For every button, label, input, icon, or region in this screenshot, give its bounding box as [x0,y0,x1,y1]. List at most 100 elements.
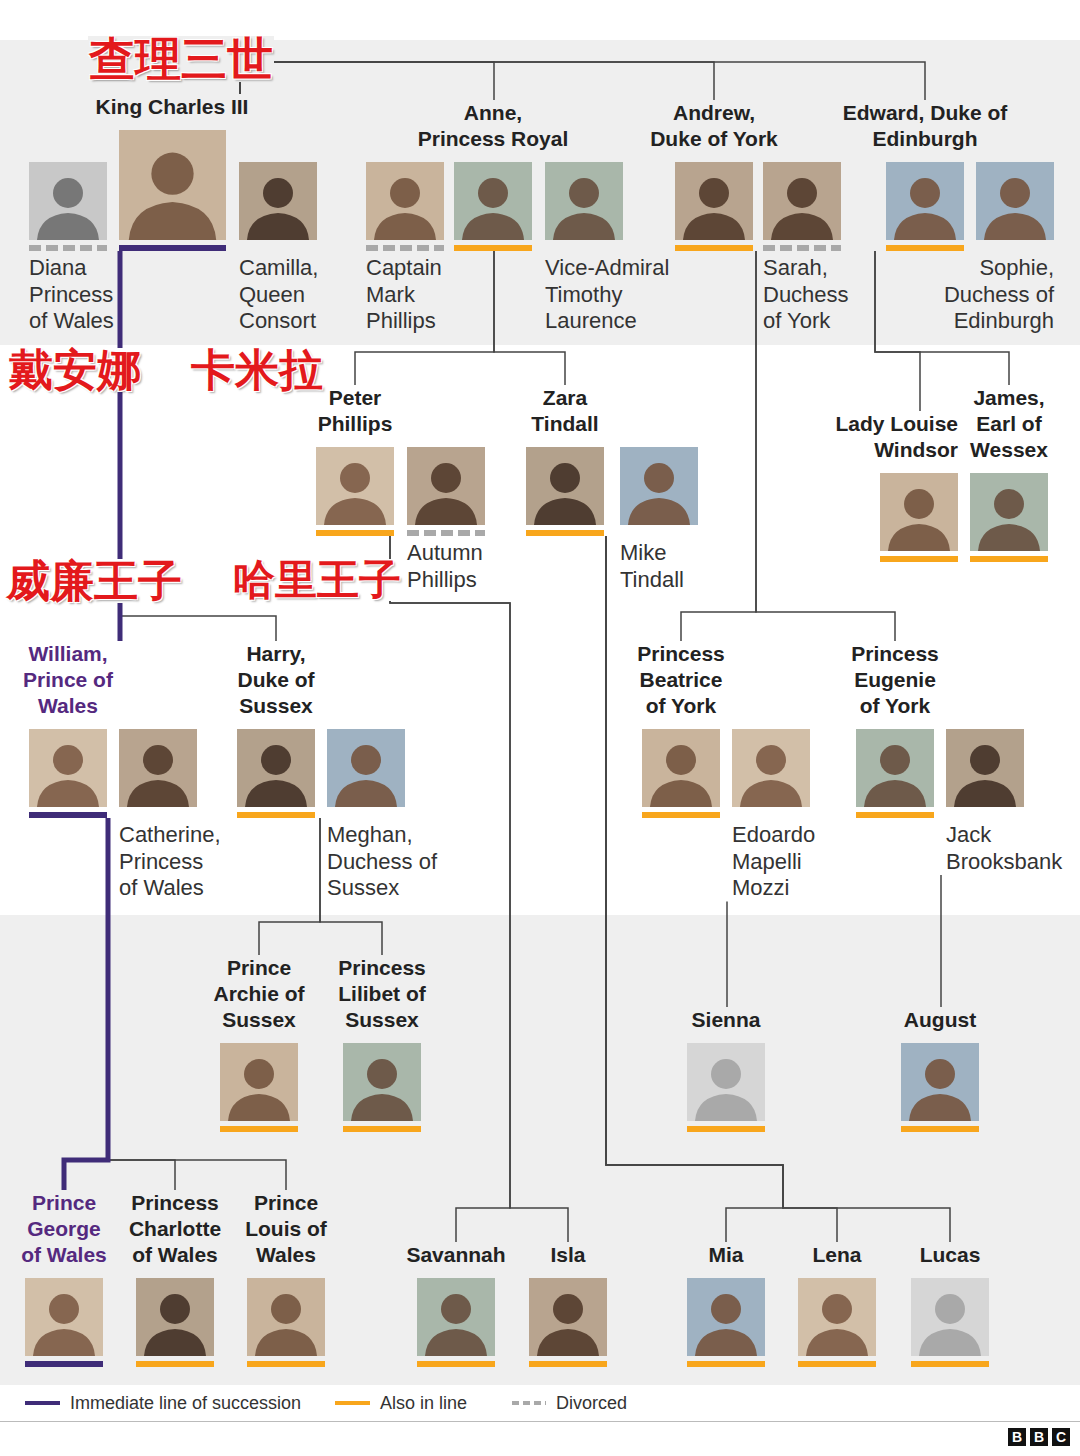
portrait-shoulders [37,780,99,807]
portrait-silhouette [417,1278,495,1356]
portrait-silhouette [763,162,841,240]
member-name: August [895,1007,985,1033]
portrait-photo [136,1278,214,1356]
divorced-bar [29,245,107,251]
person-node: Lucas [905,1242,995,1367]
bar-spacer [946,812,1024,818]
chinese-annotation: 戴安娜 [8,348,142,392]
member-name: Princess Lilibet of Sussex [332,955,432,1033]
portrait-head [367,1059,397,1089]
person-node: James, Earl of Wessex [965,385,1053,562]
portrait-head [478,178,508,208]
in-line-bar [687,1361,765,1367]
in-line-bar [526,530,604,536]
portrait-head [351,745,381,775]
portrait-silhouette [29,729,107,807]
person-node: William, Prince of Wales [8,641,128,818]
portrait-photo [856,729,934,807]
portrait-silhouette [798,1278,876,1356]
portrait-photo [620,447,698,525]
portrait-shoulders [351,1094,413,1121]
portrait-silhouette [327,729,405,807]
partner-name: Captain Mark Phillips [366,255,451,335]
portrait-photo [119,729,197,807]
portrait-photo [25,1278,103,1356]
portrait-silhouette [687,1278,765,1356]
portrait-head [666,745,696,775]
person-node: Princess Beatrice of York [631,641,731,818]
partner-name: Sophie, Duchess of Edinburgh [936,255,1054,335]
person-node: Camilla, Queen Consort [239,162,334,335]
generation-band [0,915,1080,1385]
person-node: Savannah [404,1242,508,1367]
portrait-silhouette [239,162,317,240]
in-line-bar [886,245,964,251]
person-node: Lady Louise Windsor [830,411,958,562]
portrait-shoulders [255,1329,317,1356]
portrait-silhouette [237,729,315,807]
portrait-photo [946,729,1024,807]
portrait-photo [642,729,720,807]
bar-spacer [976,245,1054,251]
portrait-silhouette [946,729,1024,807]
portrait-photo [911,1278,989,1356]
person-node: Meghan, Duchess of Sussex [327,729,442,902]
member-name: James, Earl of Wessex [965,385,1053,463]
portrait-head [880,745,910,775]
in-line-bar [970,556,1048,562]
member-name: King Charles III [90,94,255,120]
partner-name: Sarah, Duchess of York [763,255,855,335]
portrait-silhouette [29,162,107,240]
portrait-head [261,745,291,775]
portrait-silhouette [220,1043,298,1121]
in-line-bar [687,1126,765,1132]
portrait-shoulders [324,498,386,525]
member-name: Edward, Duke of Edinburgh [828,100,1023,152]
brand-logo: BBC [1012,1428,1078,1446]
portrait-shoulders [978,524,1040,551]
portrait-head [711,1059,741,1089]
portrait-silhouette [620,447,698,525]
bar-spacer [119,812,197,818]
portrait-photo [237,729,315,807]
person-node: Harry, Duke of Sussex [226,641,326,818]
portrait-photo [247,1278,325,1356]
member-name: Prince Archie of Sussex [209,955,309,1033]
succession-line [64,818,108,1190]
portrait-shoulders [553,213,615,240]
legend-sample [25,1401,60,1405]
partner-name: Autumn Phillips [407,540,497,593]
bar-spacer [545,245,623,251]
partner-name: Diana Princess of Wales [29,255,124,335]
portrait-silhouette [25,1278,103,1356]
portrait-photo [886,162,964,240]
in-line-bar [247,1361,325,1367]
portrait-photo [316,447,394,525]
portrait-silhouette [675,162,753,240]
portrait-shoulders [374,213,436,240]
person-node: Catherine, Princess of Wales [119,729,224,902]
portrait-photo [526,447,604,525]
in-line-bar [911,1361,989,1367]
portrait-head [53,745,83,775]
member-name: Isla [523,1242,613,1268]
family-line [355,251,494,385]
in-line-bar [316,530,394,536]
family-line [240,62,494,100]
portrait-head [160,1294,190,1324]
in-line-bar [642,812,720,818]
divorced-bar [366,245,444,251]
portrait-photo [976,162,1054,240]
person-node: Prince Louis of Wales [236,1190,336,1367]
portrait-head [644,463,674,493]
member-name: Sienna [681,1007,771,1033]
person-node: Prince George of Wales [17,1190,112,1367]
portrait-photo [545,162,623,240]
chinese-annotation: 查理三世 [88,36,274,82]
member-name: Prince George of Wales [17,1190,112,1268]
portrait-head [49,1294,79,1324]
chinese-annotation: 威廉王子 [5,559,183,603]
legend-text: Immediate line of succession [70,1392,301,1414]
person-node: Diana Princess of Wales [29,162,124,335]
